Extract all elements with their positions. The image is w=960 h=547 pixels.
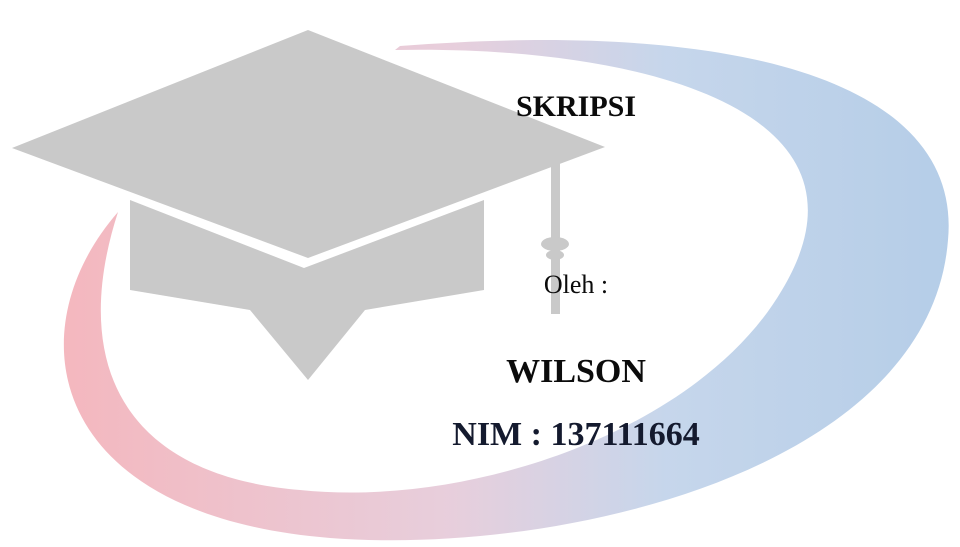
author-name: WILSON <box>506 353 646 390</box>
document-title: SKRIPSI <box>515 90 637 123</box>
swoosh-ring <box>63 40 949 541</box>
graduation-cap-icon <box>12 30 605 380</box>
author-label: Oleh : <box>543 270 609 299</box>
student-id: NIM : 137111664 <box>452 416 700 453</box>
